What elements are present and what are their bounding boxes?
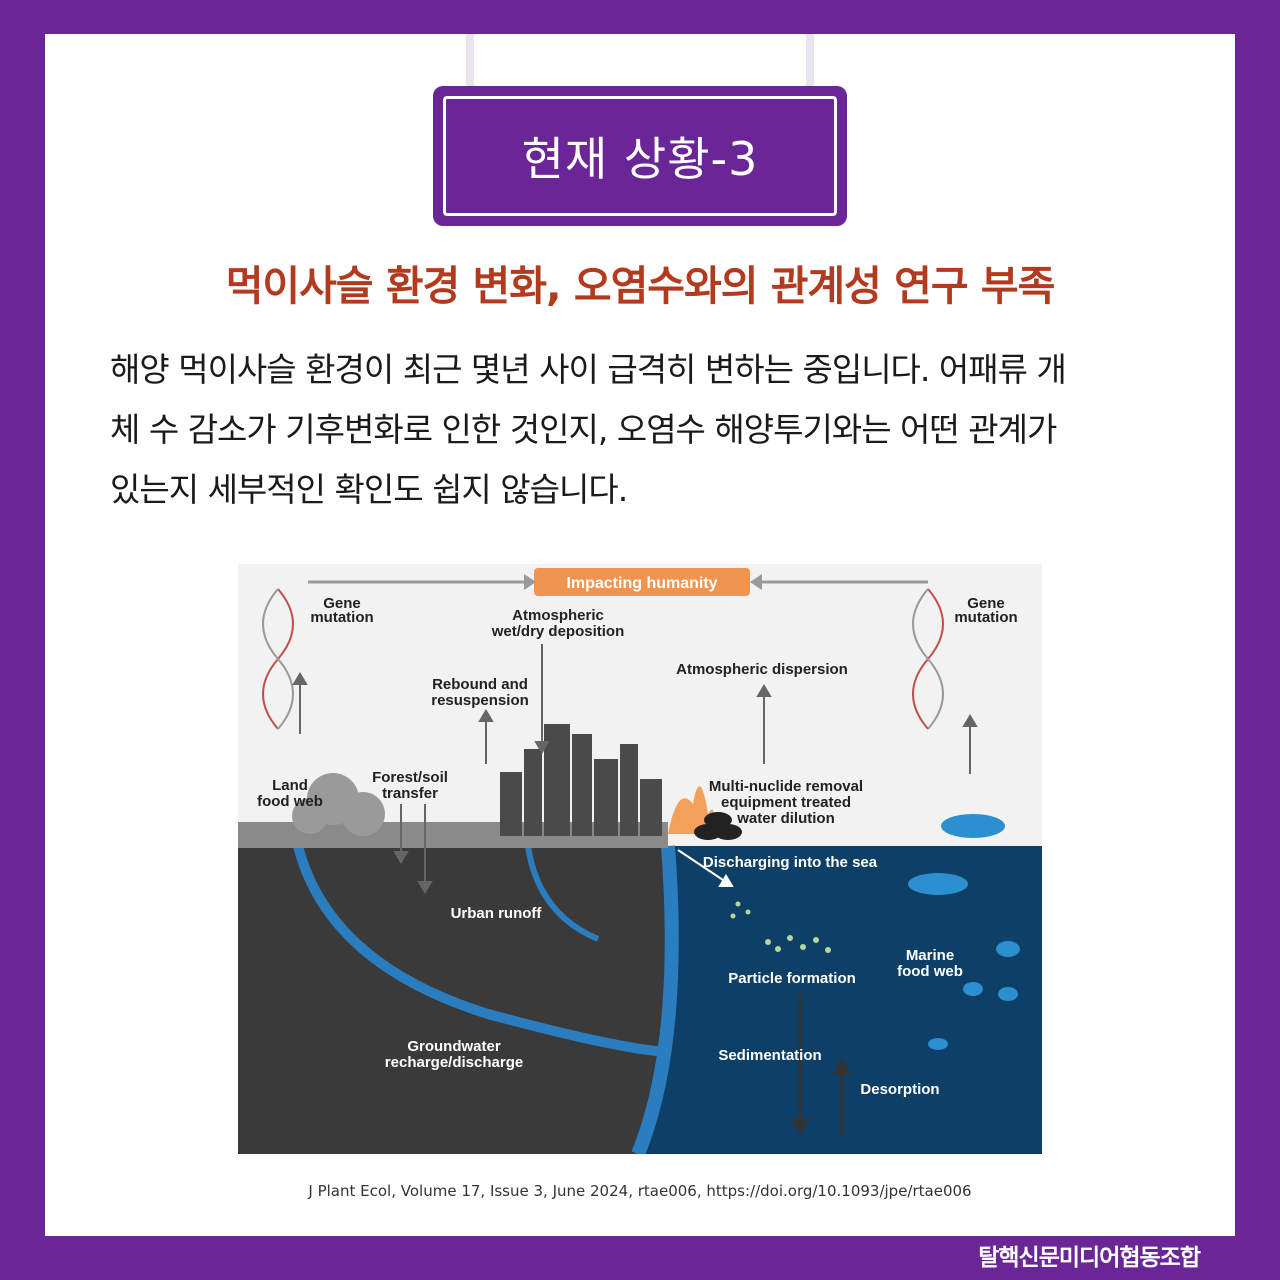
title-sign: 현재 상황-3 <box>433 86 847 226</box>
label-gene-right-2: mutation <box>954 609 1017 626</box>
top-arrows <box>308 574 928 590</box>
citation: J Plant Ecol, Volume 17, Issue 3, June 2… <box>308 1182 972 1200</box>
label-rebound-2: resuspension <box>431 692 529 709</box>
label-marine-1: Marine <box>906 947 954 964</box>
storage-tanks-icon <box>694 812 742 840</box>
label-land-1: Land <box>272 777 308 794</box>
footer-organization: 탈핵신문미디어협동조합 <box>978 1245 1201 1271</box>
dna-icon-left <box>262 588 294 730</box>
impacting-humanity-banner <box>534 568 750 596</box>
underground-labels: Discharging into the sea Urban runoff Pa… <box>385 854 963 1098</box>
forest <box>292 773 385 836</box>
particle-cluster <box>730 901 831 953</box>
marine-animals <box>908 814 1020 1050</box>
discharge-arrow <box>677 849 734 887</box>
label-mnr-3: water dilution <box>736 810 835 827</box>
label-atm-dep-1: Atmospheric <box>512 607 604 624</box>
body-text: 해양 먹이사슬 환경이 최근 몇년 사이 급격히 변하는 중입니다. 어패류 개… <box>110 340 1220 520</box>
label-gene-left-2: mutation <box>310 609 373 626</box>
label-sediment: Sedimentation <box>718 1047 821 1064</box>
label-gene-left-1: Gene <box>323 595 361 612</box>
sign-title: 현재 상황-3 <box>521 132 759 186</box>
coast-river <box>631 845 679 1154</box>
label-forest-2: transfer <box>382 785 438 802</box>
dna-icon-right <box>912 588 944 730</box>
label-marine-2: food web <box>897 963 963 980</box>
fire-icon <box>668 786 715 834</box>
label-mnr-2: equipment treated <box>721 794 851 811</box>
label-particle: Particle formation <box>728 970 856 987</box>
urban-stream <box>525 845 600 942</box>
label-atm-dep-2: wet/dry deposition <box>491 623 625 640</box>
sign-hanger-left <box>466 34 474 90</box>
sign-hanger-right <box>806 34 814 90</box>
sea-area <box>638 846 1042 1154</box>
label-ground-1: Groundwater <box>407 1038 501 1055</box>
city-skyline <box>500 724 662 836</box>
groundwater-river <box>293 844 669 1057</box>
label-desorption: Desorption <box>860 1081 939 1098</box>
label-rebound-1: Rebound and <box>432 676 528 693</box>
title-sign-frame: 현재 상황-3 <box>443 96 837 216</box>
body-line: 체 수 감소가 기후변화로 인한 것인지, 오염수 해양투기와는 어떤 관계가 <box>110 410 1057 449</box>
body-line: 해양 먹이사슬 환경이 최근 몇년 사이 급격히 변하는 중입니다. 어패류 개 <box>110 350 1067 389</box>
label-forest-1: Forest/soil <box>372 769 448 786</box>
label-gene-right-1: Gene <box>967 595 1005 612</box>
radionuclide-cycle-diagram: Impacting humanity Gene <box>238 564 1042 1154</box>
label-ground-2: recharge/discharge <box>385 1054 523 1071</box>
headline: 먹이사슬 환경 변화, 오염수와의 관계성 연구 부족 <box>225 262 1056 310</box>
process-arrows <box>292 644 978 894</box>
banner-label: Impacting humanity <box>566 575 717 592</box>
sediment-arrows <box>790 994 852 1135</box>
label-mnr-1: Multi-nuclide removal <box>709 778 863 795</box>
body-line: 있는지 세부적인 확인도 쉽지 않습니다. <box>110 470 628 509</box>
label-urban: Urban runoff <box>451 905 543 922</box>
label-land-2: food web <box>257 793 323 810</box>
sky-labels: Gene mutation Gene mutation Atmospheric … <box>257 595 1018 827</box>
label-atm-disp: Atmospheric dispersion <box>676 661 848 678</box>
label-discharge: Discharging into the sea <box>703 854 878 871</box>
